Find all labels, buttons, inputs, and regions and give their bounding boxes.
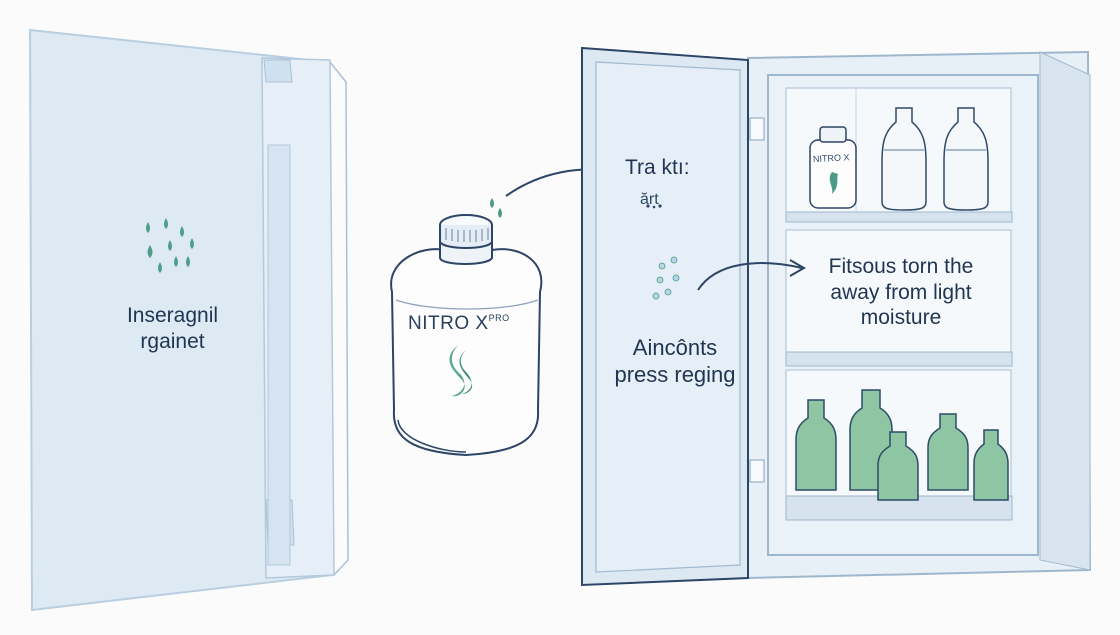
canister-brand-label: NITRO XPRO xyxy=(408,312,528,335)
left-door-line-2: rgainet xyxy=(140,329,205,353)
left-door-label: Inseragnil rgainet xyxy=(100,303,245,354)
canister-drops xyxy=(490,198,502,218)
left-door-line-1: Inseragnil xyxy=(126,304,219,327)
shelf-note: Fitsous torn the away from light moistur… xyxy=(806,254,996,331)
moisture-drops-left xyxy=(146,218,194,273)
left-cabinet-door xyxy=(28,28,349,612)
door-instructions: Aincônts press reging xyxy=(600,335,750,389)
door-drops xyxy=(652,256,680,300)
canister xyxy=(390,214,543,457)
shelf-note-line-2: away from light xyxy=(830,280,972,304)
green-bottles xyxy=(795,389,1009,501)
door-instructions-line-1: Aincônts xyxy=(632,335,718,360)
track-label-subtitle: ărt xyxy=(640,191,659,208)
shelf-note-line-1: Fitsous torn the xyxy=(828,255,974,278)
cabinet-open-door xyxy=(581,46,765,587)
door-instructions-line-2: press reging xyxy=(614,361,736,387)
arrow-to-shelf xyxy=(697,262,803,291)
small-canister-brand: NITRO X xyxy=(812,152,850,165)
canister-brand-suffix: PRO xyxy=(488,313,510,323)
clear-bottles xyxy=(881,107,989,211)
small-canister xyxy=(809,126,857,209)
track-scribble xyxy=(646,204,662,209)
shelf-note-line-3: moisture xyxy=(860,306,942,330)
track-label-title: Tra ktı: xyxy=(625,156,690,179)
canister-brand: NITRO X xyxy=(408,313,489,334)
